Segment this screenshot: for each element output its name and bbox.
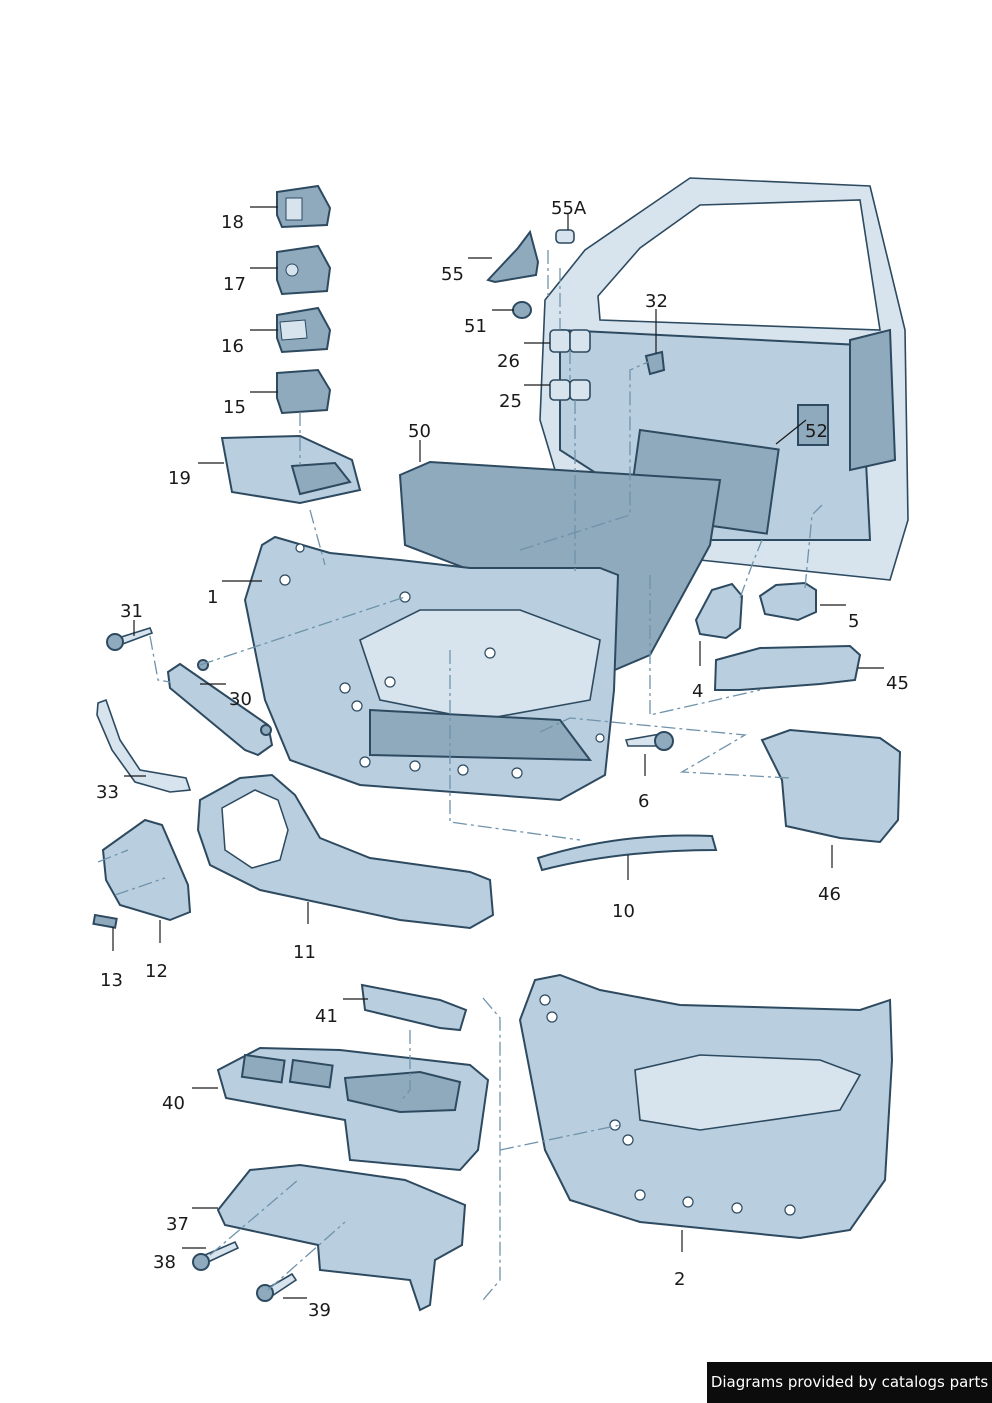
speaker-cover-55 — [486, 229, 540, 284]
callout-33: 33 — [96, 782, 119, 803]
door-trim-panel-1 — [243, 535, 620, 802]
callout-15: 15 — [223, 397, 246, 418]
callout-50: 50 — [408, 421, 431, 442]
callout-labels: 18 17 16 15 19 1 31 30 33 12 13 11 10 6 … — [96, 198, 909, 1321]
callout-30: 30 — [229, 689, 252, 710]
pad-52 — [797, 404, 829, 446]
callout-46: 46 — [818, 884, 841, 905]
credit-banner: Diagrams provided by catalogs parts — [707, 1362, 992, 1403]
trim-41 — [360, 983, 468, 1032]
bracket-4 — [694, 582, 744, 640]
callout-2: 2 — [674, 1269, 685, 1290]
trim-strip-10 — [536, 834, 718, 872]
callout-55A: 55A — [551, 198, 587, 219]
bracket-5 — [758, 581, 817, 622]
clip-55A — [555, 229, 575, 244]
screw-39 — [256, 1272, 298, 1302]
cover-12 — [101, 818, 192, 922]
callout-41: 41 — [315, 1006, 338, 1027]
screw-38 — [192, 1240, 240, 1271]
callout-13: 13 — [100, 970, 123, 991]
screw-6 — [624, 731, 674, 751]
callout-26: 26 — [497, 351, 520, 372]
clip-25 — [549, 379, 591, 401]
cap-16 — [276, 306, 332, 354]
armrest-11 — [196, 773, 495, 930]
callout-18: 18 — [221, 212, 244, 233]
cap-18 — [276, 184, 332, 229]
callout-31: 31 — [120, 601, 143, 622]
cap-15 — [276, 368, 332, 415]
callout-25: 25 — [499, 391, 522, 412]
callout-11: 11 — [293, 942, 316, 963]
trim-46 — [760, 728, 902, 844]
callout-52: 52 — [805, 421, 828, 442]
callout-6: 6 — [638, 791, 649, 812]
switch-panel-40 — [216, 1046, 490, 1172]
callout-45: 45 — [886, 673, 909, 694]
assembly-guide-lines — [97, 250, 823, 1301]
grip-30 — [166, 662, 274, 757]
callout-55: 55 — [441, 264, 464, 285]
callout-32: 32 — [645, 291, 668, 312]
clip-13 — [92, 913, 118, 929]
door-trim-panel-2 — [518, 973, 894, 1240]
screw-31 — [106, 627, 154, 651]
trim-45 — [713, 644, 862, 691]
callout-38: 38 — [153, 1252, 176, 1273]
callout-39: 39 — [308, 1300, 331, 1321]
callout-1: 1 — [207, 587, 218, 608]
callout-40: 40 — [162, 1093, 185, 1114]
callout-19: 19 — [168, 468, 191, 489]
grip-33 — [96, 698, 192, 793]
callout-5: 5 — [848, 611, 859, 632]
bracket-37 — [216, 1163, 467, 1312]
callout-51: 51 — [464, 316, 487, 337]
callout-16: 16 — [221, 336, 244, 357]
callout-10: 10 — [612, 901, 635, 922]
clip-32 — [644, 350, 666, 376]
callout-37: 37 — [166, 1214, 189, 1235]
clip-26 — [549, 329, 591, 353]
cap-17 — [276, 244, 332, 296]
leader-lines — [112, 206, 884, 1299]
plug-51 — [512, 301, 532, 319]
callout-4: 4 — [692, 681, 703, 702]
callout-12: 12 — [145, 961, 168, 982]
callout-17: 17 — [223, 274, 246, 295]
